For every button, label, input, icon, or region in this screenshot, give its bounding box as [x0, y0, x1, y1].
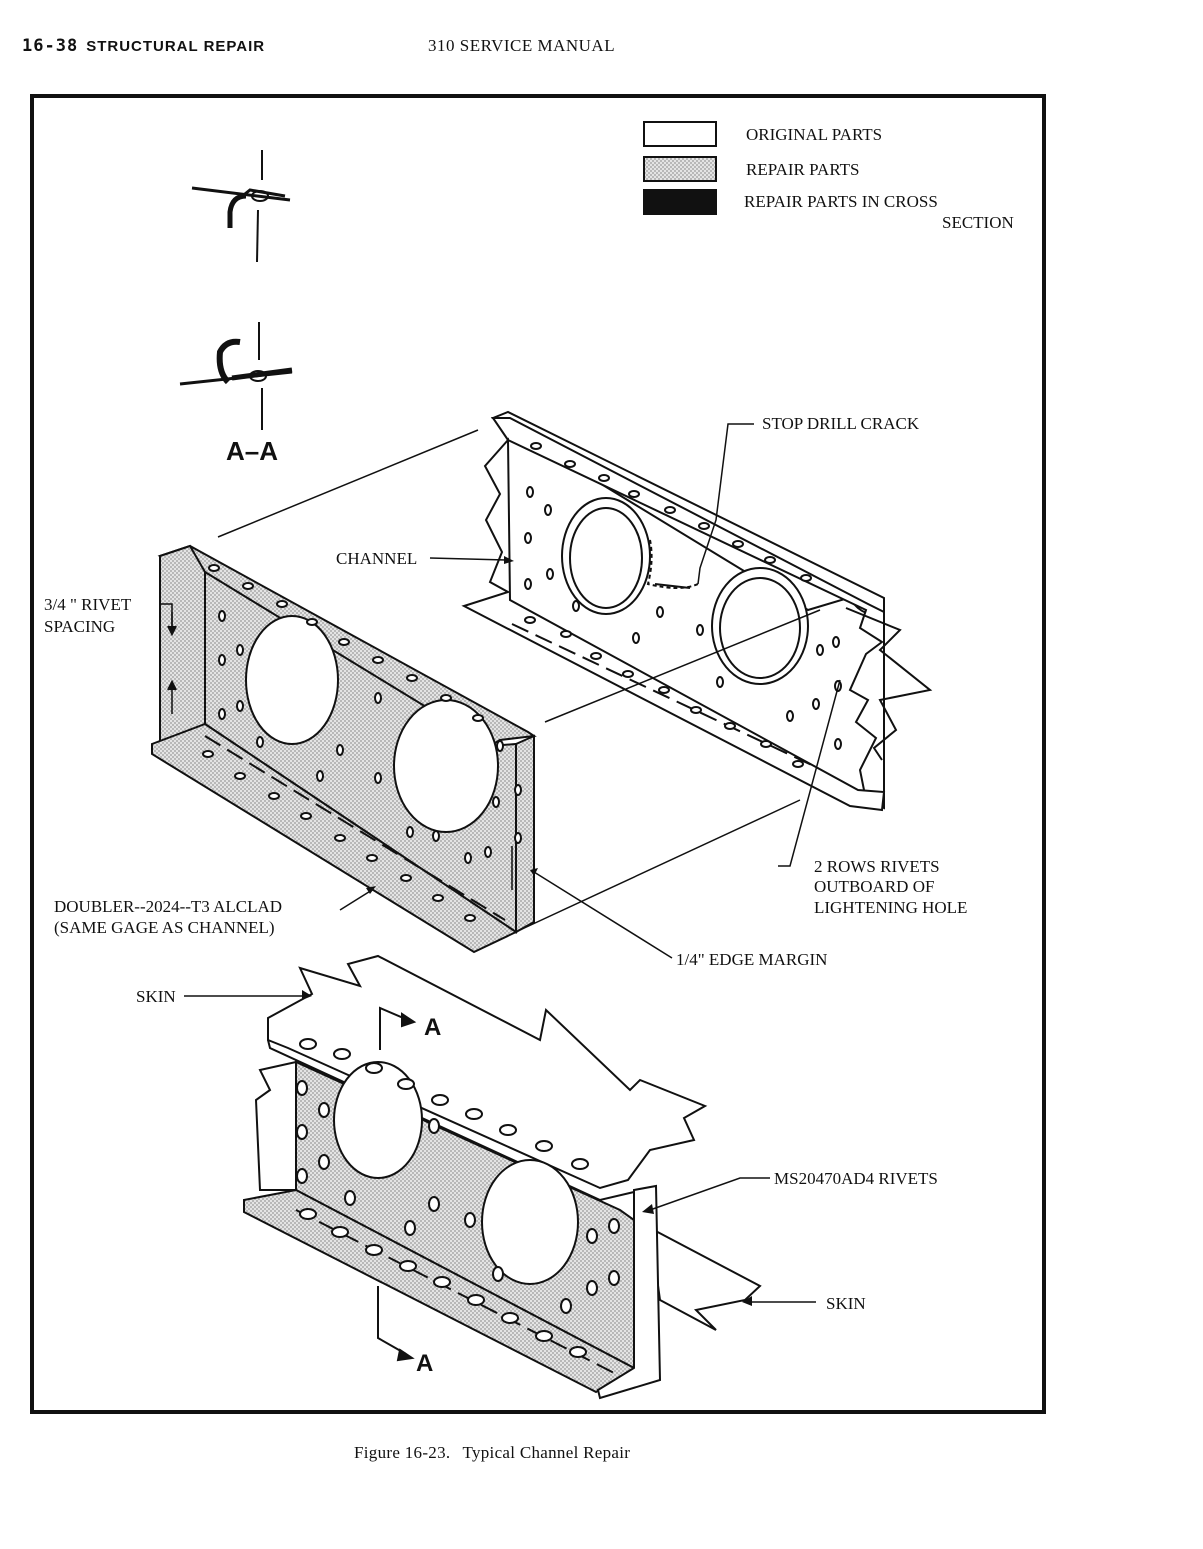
projection-lines: [217, 429, 821, 931]
doubler-label-2: (SAME GAGE AS CHANNEL): [54, 918, 275, 937]
stop-drill-crack-label: STOP DRILL CRACK: [762, 414, 920, 433]
figure-number: Figure 16-23.: [354, 1443, 451, 1462]
legend-repair-label: REPAIR PARTS: [746, 160, 860, 179]
channel-label: CHANNEL: [336, 549, 418, 568]
rivet-spacing-label-2: SPACING: [44, 617, 116, 636]
manual-title: 310 SERVICE MANUAL: [428, 36, 616, 55]
section-detail-bottom: [179, 322, 293, 430]
edge-margin-label: 1/4" EDGE MARGIN: [676, 950, 828, 969]
figure-frame: [30, 94, 1046, 1414]
rivets-label: MS20470AD4 RIVETS: [774, 1169, 938, 1188]
assembled-repair: [243, 954, 762, 1400]
original-channel: [461, 410, 933, 812]
skin-label-left: SKIN: [136, 987, 176, 1006]
figure-caption: Figure 16-23. Typical Channel Repair: [354, 1443, 642, 1463]
section-title: STRUCTURAL REPAIR: [86, 38, 266, 55]
leader-lines: [160, 423, 841, 1303]
rivet-spacing-label-1: 3/4 " RIVET: [44, 595, 132, 614]
page-number: 16-38: [22, 36, 79, 56]
two-rows-label-1: 2 ROWS RIVETS: [814, 857, 940, 876]
doubler-part: [151, 544, 537, 954]
two-rows-label-3: LIGHTENING HOLE: [814, 898, 968, 917]
doubler-label-1: DOUBLER--2024--T3 ALCLAD: [54, 897, 283, 916]
leader-arrowheads: [302, 556, 752, 1306]
section-mark-top: A: [424, 1014, 442, 1041]
section-detail-top: [191, 150, 291, 263]
two-rows-label-2: OUTBOARD OF: [814, 877, 935, 896]
figure-title: Typical Channel Repair: [462, 1443, 631, 1462]
page-header-left: 16-38 STRUCTURAL REPAIR: [22, 36, 265, 56]
legend-swatch-cross-section: [643, 189, 717, 215]
legend-swatch-original: [643, 121, 717, 147]
section-aa-label: A–A: [226, 436, 279, 466]
legend-cross-section-label-1: REPAIR PARTS IN CROSS: [744, 192, 938, 211]
legend-swatch-repair: [643, 156, 717, 182]
legend-original-label: ORIGINAL PARTS: [746, 125, 883, 144]
legend-cross-section-label-2: SECTION: [942, 213, 1014, 232]
section-mark-bottom: A: [416, 1350, 434, 1377]
skin-label-right: SKIN: [826, 1294, 866, 1313]
